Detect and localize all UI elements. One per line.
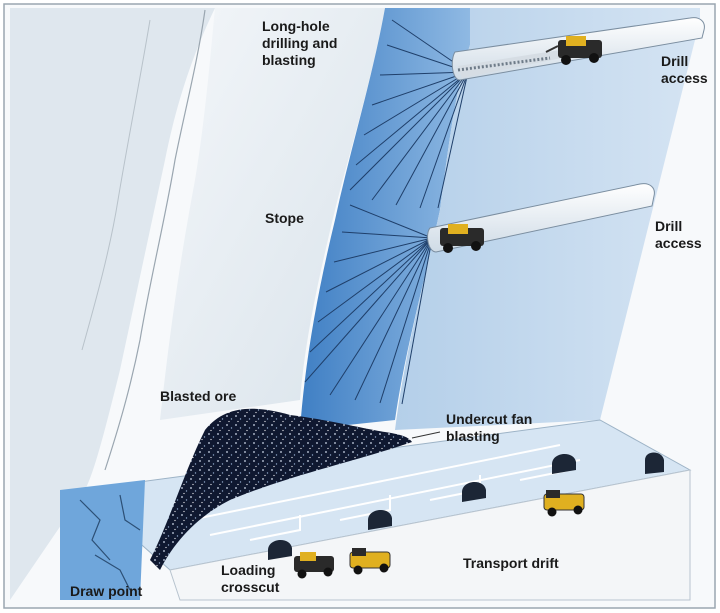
label-loading-crosscut: Loading crosscut (221, 562, 280, 595)
label-drill-access-upper: Drill access (661, 53, 708, 86)
label-stope: Stope (265, 210, 304, 226)
label-undercut-fan-blasting: Undercut fan blasting (446, 411, 533, 444)
undercut-leader (411, 431, 441, 439)
drill-access-upper-rubble (457, 56, 551, 72)
blasted-ore-pile (150, 408, 412, 570)
label-long-hole-drilling: Long-hole drilling and blasting (262, 18, 338, 68)
draw-point-cracks (79, 494, 141, 591)
host-rock (10, 8, 215, 600)
draw-point-bay (60, 480, 145, 600)
crosscut-openings (268, 452, 664, 560)
drill-access-lower (427, 183, 655, 253)
label-drill-access-lower: Drill access (655, 218, 702, 251)
rock-crack (104, 9, 206, 471)
loader-icon (294, 552, 334, 579)
fan-drill-holes-lower (304, 204, 433, 405)
rock-crack-2 (81, 19, 151, 351)
label-blasted-ore: Blasted ore (160, 388, 237, 404)
drill-rig-icon (545, 36, 602, 65)
hanging-wall (160, 8, 385, 420)
drill-rig-icon (440, 224, 484, 253)
label-transport-drift: Transport drift (463, 555, 559, 571)
truck-icon (349, 548, 391, 575)
truck-icon (543, 490, 585, 517)
label-draw-point: Draw point (70, 583, 143, 599)
fan-drill-holes-upper (349, 19, 469, 209)
undercut-structure (189, 444, 581, 541)
